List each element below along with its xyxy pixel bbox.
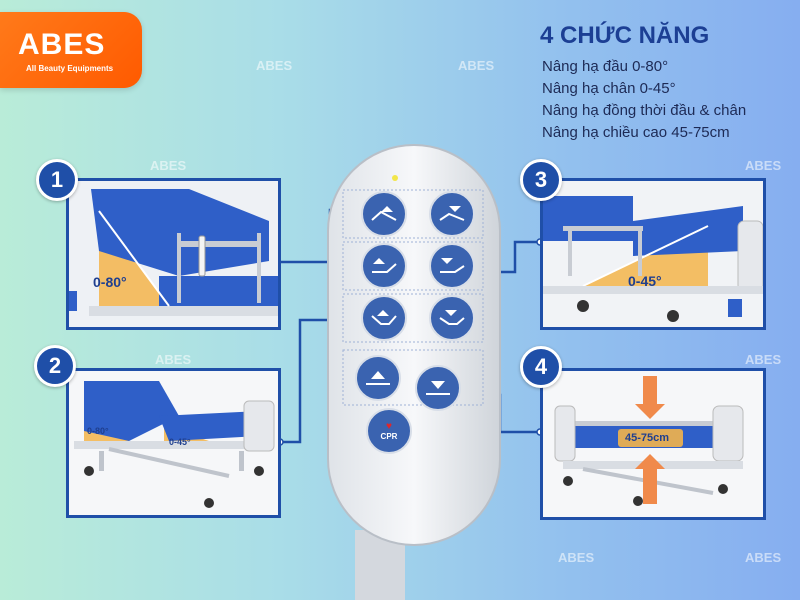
foot-down-button[interactable] bbox=[429, 243, 475, 289]
heart-icon: ♥ bbox=[386, 420, 392, 432]
height-range-label: 45-75cm bbox=[625, 432, 670, 444]
panel-height-adjust: 45-75cm bbox=[540, 368, 766, 520]
watermark: ABES bbox=[256, 58, 293, 73]
cpr-label: CPR bbox=[380, 431, 398, 441]
watermark: ABES bbox=[150, 158, 187, 173]
logo-tagline: All Beauty Equipments bbox=[26, 64, 114, 73]
bed-head-foot-raised-illustration bbox=[69, 371, 278, 515]
foot-angle-label: 0-45° bbox=[169, 437, 191, 447]
watermark: ABES bbox=[155, 352, 192, 367]
foot-up-button[interactable] bbox=[361, 243, 407, 289]
watermark: ABES bbox=[745, 550, 782, 565]
height-down-button[interactable] bbox=[415, 365, 461, 411]
head-up-button[interactable] bbox=[361, 191, 407, 237]
bed-head-raised-illustration bbox=[69, 181, 278, 327]
bed-foot-raised-illustration bbox=[543, 181, 763, 327]
panel-foot-raise: 0-45° bbox=[540, 178, 766, 330]
head-down-button[interactable] bbox=[429, 191, 475, 237]
foot-angle-label: 0-45° bbox=[628, 273, 662, 289]
head-down-icon bbox=[439, 206, 465, 221]
step-badge-2: 2 bbox=[34, 345, 76, 387]
watermark: ABES bbox=[745, 158, 782, 173]
logo-text: ABES bbox=[18, 28, 106, 61]
cpr-button[interactable]: ♥ CPR bbox=[366, 408, 412, 454]
remote-control: ♥ CPR bbox=[320, 140, 510, 600]
foot-down-icon bbox=[440, 258, 465, 273]
feature-item: Nâng hạ đầu 0-80° bbox=[542, 58, 669, 75]
step-badge-1: 1 bbox=[36, 159, 78, 201]
height-up-icon bbox=[366, 371, 390, 385]
head-foot-down-button[interactable] bbox=[429, 295, 475, 341]
head-up-icon bbox=[371, 206, 397, 221]
feature-item: Nâng hạ chiều cao 45-75cm bbox=[542, 124, 730, 141]
features-title: 4 CHỨC NĂNG bbox=[540, 22, 710, 49]
brand-logo: ABES All Beauty Equipments bbox=[0, 12, 142, 88]
panel-head-foot-raise: 0-80° 0-45° bbox=[66, 368, 281, 518]
head-foot-up-button[interactable] bbox=[361, 295, 407, 341]
head-foot-up-icon bbox=[371, 310, 397, 325]
foot-up-icon bbox=[372, 258, 397, 273]
step-badge-4: 4 bbox=[520, 346, 562, 388]
height-up-button[interactable] bbox=[355, 355, 401, 401]
remote-body bbox=[327, 144, 501, 600]
head-angle-label: 0-80° bbox=[93, 274, 127, 290]
bed-height-adjust-illustration bbox=[543, 371, 763, 517]
feature-item: Nâng hạ đồng thời đầu & chân bbox=[542, 102, 747, 119]
head-angle-label: 0-80° bbox=[87, 426, 109, 436]
watermark: ABES bbox=[558, 550, 595, 565]
panel-head-raise: 0-80° bbox=[66, 178, 281, 330]
step-badge-3: 3 bbox=[520, 159, 562, 201]
watermark: ABES bbox=[458, 58, 495, 73]
height-down-icon bbox=[426, 381, 450, 395]
head-foot-down-icon bbox=[439, 310, 465, 325]
watermark: ABES bbox=[745, 352, 782, 367]
feature-item: Nâng hạ chân 0-45° bbox=[542, 80, 676, 97]
